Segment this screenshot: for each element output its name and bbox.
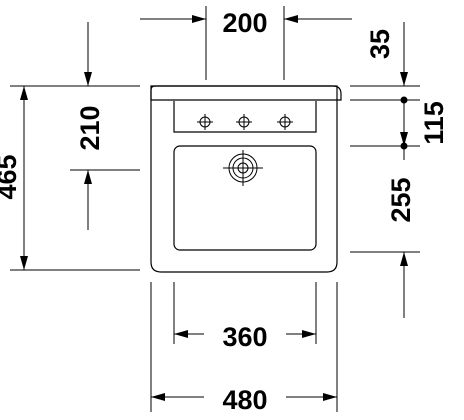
sink-outline	[150, 85, 342, 273]
dimension-255-label: 255	[386, 177, 416, 222]
dimension-480: 480	[150, 282, 338, 415]
dimension-210-label: 210	[75, 105, 105, 150]
dimension-35: 35	[350, 22, 420, 104]
dimension-35-label: 35	[365, 29, 395, 59]
dimension-255: 255	[350, 146, 420, 318]
dimension-360: 360	[173, 282, 317, 352]
sink-deck	[173, 101, 317, 133]
dimension-200: 200	[140, 6, 352, 80]
sink-rim	[150, 85, 342, 101]
tap-hole-center	[236, 114, 252, 130]
dimension-465: 465	[0, 85, 140, 271]
dimension-465-label: 465	[0, 154, 22, 199]
tap-hole-right	[277, 114, 293, 130]
dimension-360-label: 360	[222, 322, 267, 352]
dimension-115-label: 115	[419, 101, 449, 145]
sink-basin	[173, 145, 317, 251]
dimension-210: 210	[70, 22, 140, 230]
dimension-200-label: 200	[222, 8, 267, 38]
dimension-480-label: 480	[222, 385, 267, 415]
drain-icon	[223, 150, 263, 186]
tap-hole-left	[197, 114, 213, 130]
sink-outer-body	[150, 85, 338, 273]
dimension-115: 115	[350, 100, 449, 150]
